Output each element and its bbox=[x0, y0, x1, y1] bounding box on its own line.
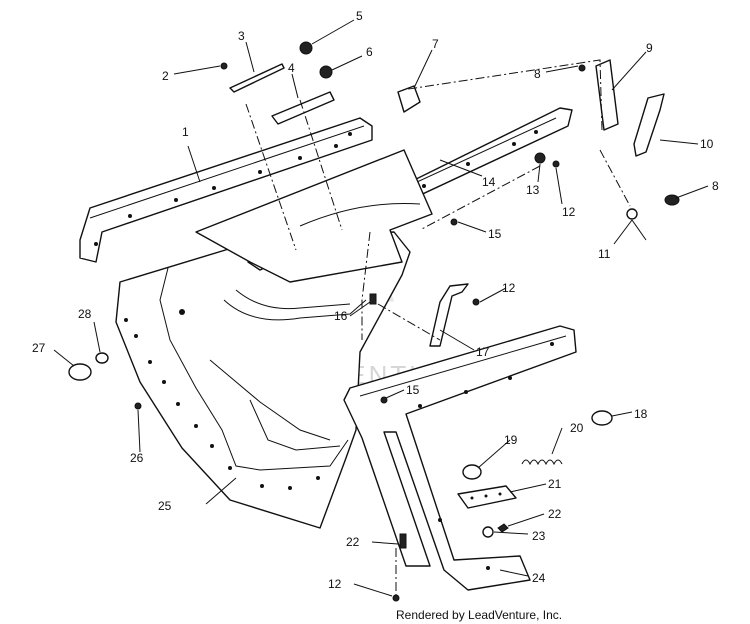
knob-6 bbox=[319, 65, 333, 79]
callout-12a: 12 bbox=[562, 205, 576, 219]
body-panel-inner bbox=[159, 267, 349, 471]
screw-8a bbox=[578, 64, 586, 72]
callout-labels: 1 2 3 4 5 6 7 8 9 10 8 11 12 13 14 15 12… bbox=[32, 9, 719, 591]
callout-6: 6 bbox=[366, 45, 373, 59]
center-plate bbox=[195, 149, 433, 283]
callout-13: 13 bbox=[526, 183, 540, 197]
callout-7: 7 bbox=[432, 37, 439, 51]
screw-26 bbox=[134, 402, 142, 410]
callout-22b: 22 bbox=[346, 535, 360, 549]
callout-19: 19 bbox=[504, 433, 518, 447]
callout-21: 21 bbox=[548, 477, 562, 491]
callout-16: 16 bbox=[334, 309, 348, 323]
bracket-9 bbox=[595, 59, 619, 131]
washer-23 bbox=[482, 526, 494, 538]
credit-text: Rendered by LeadVenture, Inc. bbox=[396, 608, 562, 622]
nut-12b bbox=[472, 298, 480, 306]
plug-27 bbox=[68, 363, 92, 381]
plug-19 bbox=[462, 464, 482, 480]
callout-11: 11 bbox=[598, 247, 611, 261]
callout-12b: 12 bbox=[502, 281, 516, 295]
leader-lines bbox=[53, 19, 709, 597]
bolt-16 bbox=[369, 293, 377, 305]
knob-5 bbox=[299, 41, 313, 55]
callout-12c: 12 bbox=[328, 577, 342, 591]
callout-8b: 8 bbox=[712, 179, 719, 193]
callout-14: 14 bbox=[482, 175, 496, 189]
callout-5: 5 bbox=[356, 9, 363, 23]
callout-20: 20 bbox=[570, 421, 584, 435]
callout-27: 27 bbox=[32, 341, 46, 355]
cap-8b bbox=[664, 194, 680, 206]
screw-15b bbox=[380, 396, 388, 404]
pin-11 bbox=[626, 208, 638, 220]
spring bbox=[521, 459, 563, 466]
callout-4: 4 bbox=[288, 61, 295, 75]
plug-18 bbox=[591, 410, 613, 426]
callout-22a: 22 bbox=[548, 507, 562, 521]
callout-8a: 8 bbox=[534, 67, 541, 81]
callout-15b: 15 bbox=[406, 383, 420, 397]
knob-13 bbox=[534, 152, 546, 164]
support-bracket bbox=[429, 283, 469, 347]
callout-17: 17 bbox=[476, 345, 490, 359]
callout-9: 9 bbox=[646, 41, 653, 55]
pad-3 bbox=[229, 63, 285, 93]
bumper-channel bbox=[343, 325, 577, 591]
callout-1: 1 bbox=[182, 125, 189, 139]
callout-18: 18 bbox=[634, 407, 648, 421]
callout-10: 10 bbox=[700, 137, 714, 151]
screw-15a bbox=[450, 218, 458, 226]
screw-2 bbox=[220, 62, 228, 70]
callout-24: 24 bbox=[532, 571, 546, 585]
bolt-22 bbox=[399, 533, 407, 549]
front-rail bbox=[79, 117, 373, 263]
grommet-28 bbox=[95, 352, 109, 364]
handle-10 bbox=[633, 93, 665, 157]
callout-26: 26 bbox=[130, 451, 144, 465]
callout-25: 25 bbox=[158, 499, 172, 513]
callout-28: 28 bbox=[78, 307, 92, 321]
callout-3: 3 bbox=[238, 29, 245, 43]
callout-23: 23 bbox=[532, 529, 546, 543]
body-panel-holes bbox=[124, 309, 320, 490]
callout-2: 2 bbox=[162, 69, 169, 83]
latch-7 bbox=[397, 85, 421, 113]
callout-15a: 15 bbox=[488, 227, 502, 241]
nut-12c bbox=[552, 160, 560, 168]
